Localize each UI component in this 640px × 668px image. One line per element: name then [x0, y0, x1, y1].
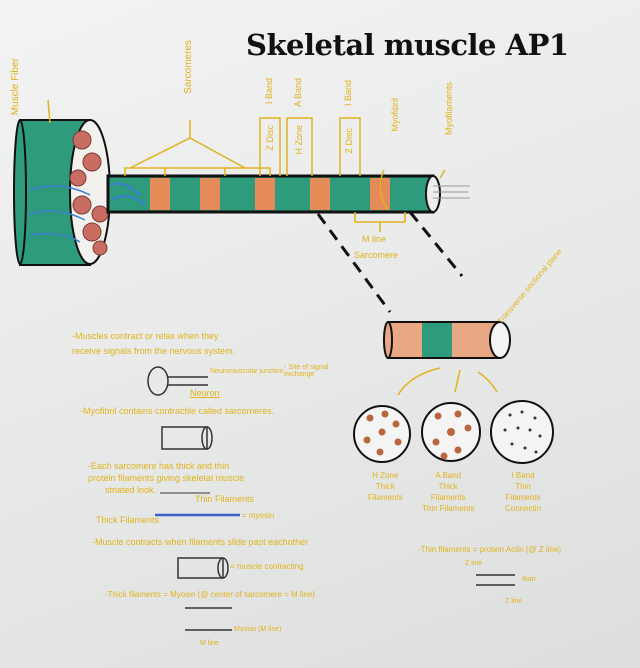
caption-title: I Band: [511, 471, 535, 480]
caption-line: Thin Filaments: [422, 504, 475, 513]
label-muscle-fiber: Muscle Fiber: [10, 58, 21, 116]
note-nmj: Neuromuscular junction: [210, 368, 284, 375]
note-myosin-m-line: Myosin (M line): [234, 626, 282, 633]
label-sarcomeres: Sarcomeres: [183, 40, 194, 94]
note-thick-filaments: Thick Filaments: [96, 515, 160, 525]
label-i-band-1: I Band: [264, 78, 274, 105]
note-z-line-top: Z line: [465, 560, 483, 567]
label-z-disc-2: Z Disc: [344, 128, 354, 154]
caption-line: Filaments: [505, 493, 541, 502]
muscle-fiber-drawing: [13, 119, 111, 266]
note-myosin: = myosin: [242, 511, 275, 520]
note-nmj-site: - Site of signal exchange: [284, 364, 329, 378]
note-3c: striated look.: [105, 485, 157, 495]
note-2: -Myofibril contains contractile called s…: [80, 406, 275, 416]
caption-line: Filaments: [368, 493, 403, 502]
caption-line: Thick: [375, 482, 395, 491]
label-sarcomere: Sarcomere: [354, 250, 399, 260]
note-5: -Thick filaments = Myosin (@ center of s…: [105, 590, 315, 599]
sarcomere-drawing: [383, 321, 511, 359]
page-title: Skeletal muscle AP1: [246, 28, 569, 62]
note-neuron: Neuron: [190, 388, 220, 398]
label-z-disc-1: Z Disc: [265, 125, 275, 151]
note-contracting: = muscle contracting: [230, 562, 304, 571]
caption-line: Thick: [438, 482, 458, 491]
cross-section-i-band: [490, 400, 554, 464]
label-myofilaments: Myofilaments: [444, 82, 454, 136]
note-1b: receive signals from the nervous system.: [72, 346, 236, 356]
label-a-band: A Band: [293, 78, 303, 108]
cross-section-h-zone: [353, 405, 411, 463]
caption-line: Connectin: [505, 504, 542, 513]
note-4: -Muscle contracts when filaments slide p…: [92, 537, 309, 547]
caption-title: A Band: [435, 471, 462, 480]
caption-title: H Zone: [372, 471, 399, 480]
note-3b: protein filaments giving skeletal muscle: [88, 473, 245, 483]
label-myofibril: Myofibril: [390, 98, 400, 132]
cross-section-a-band: [421, 402, 481, 462]
note-z-line-bottom: Z line: [505, 598, 523, 605]
label-i-band-2: I Band: [343, 80, 353, 107]
note-actin-size: 8nm: [522, 576, 536, 583]
myofibril-drawing: [106, 174, 470, 214]
note-3a: -Each sarcomere has thick and thin: [88, 461, 230, 471]
label-m-line: M line: [362, 234, 387, 244]
note-thin-filaments: Thin Filaments: [195, 494, 255, 504]
note-1a: -Muscles contract or relax when they: [72, 331, 219, 341]
caption-line: Thin: [515, 482, 531, 491]
note-m-line: M line: [200, 640, 219, 647]
note-6: -Thin filaments = protein Actin (@ Z lin…: [418, 545, 562, 554]
caption-line: Filaments: [430, 493, 466, 502]
label-h-zone: H Zone: [294, 125, 304, 155]
